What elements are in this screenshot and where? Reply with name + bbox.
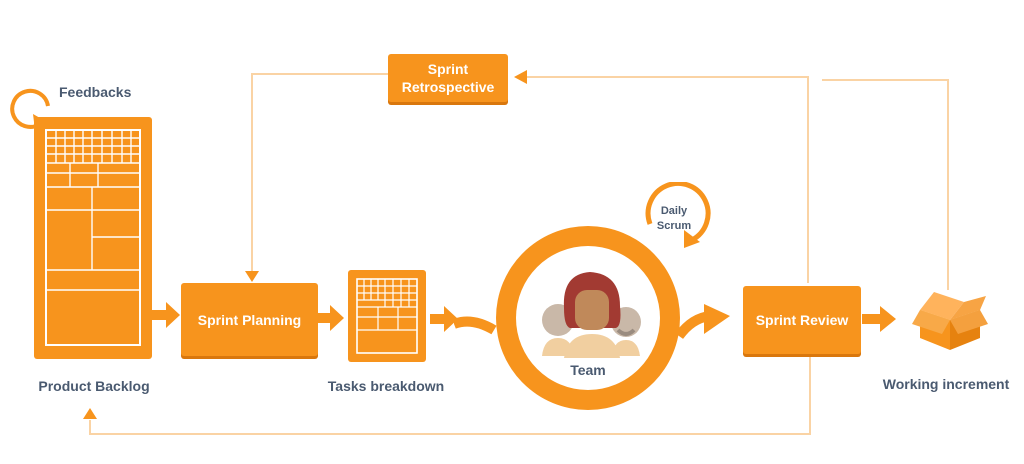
- sprint-planning-label: Sprint Planning: [197, 311, 302, 328]
- open-box-icon: [912, 292, 988, 350]
- daily-scrum-line2: Scrum: [656, 220, 692, 232]
- sprint-retrospective-box: Sprint Retrospective: [388, 54, 508, 102]
- retrospective-arrowhead: [514, 70, 527, 84]
- arrow-planning-to-tasks: [318, 305, 344, 331]
- feedbacks-label: Feedbacks: [59, 84, 132, 100]
- team-label: Team: [570, 362, 606, 378]
- backlog-arrowhead: [83, 408, 97, 419]
- arrow-tasks-to-team: [430, 306, 458, 332]
- increment-top-line: [822, 79, 949, 290]
- review-to-retrospective-line: [526, 76, 809, 283]
- sprint-planning-box: Sprint Planning: [181, 283, 318, 356]
- working-increment-label: Working increment: [882, 376, 1010, 392]
- daily-scrum-cycle-icon: [645, 182, 711, 248]
- sprint-review-box: Sprint Review: [743, 286, 861, 354]
- sprint-retrospective-line2: Retrospective: [401, 79, 495, 95]
- product-backlog-icon: [34, 117, 152, 359]
- tasks-breakdown-label: Tasks breakdown: [327, 378, 445, 394]
- arrow-backlog-to-planning: [152, 302, 180, 328]
- review-to-backlog-line: [89, 357, 811, 435]
- retrospective-to-planning-line: [251, 73, 388, 275]
- product-backlog-label: Product Backlog: [38, 378, 150, 394]
- sprint-retrospective-line1: Sprint: [427, 61, 469, 77]
- tasks-breakdown-icon: [348, 270, 426, 362]
- planning-arrowhead: [245, 271, 259, 282]
- daily-scrum-line1: Daily: [660, 205, 688, 217]
- team-people-icon: [542, 272, 641, 358]
- team-outgoing-arrowhead: [704, 304, 730, 334]
- sprint-review-label: Sprint Review: [755, 312, 849, 328]
- team-incoming-curve: [454, 316, 497, 335]
- arrow-review-to-increment: [862, 306, 896, 332]
- daily-scrum-label: Daily Scrum: [646, 204, 702, 234]
